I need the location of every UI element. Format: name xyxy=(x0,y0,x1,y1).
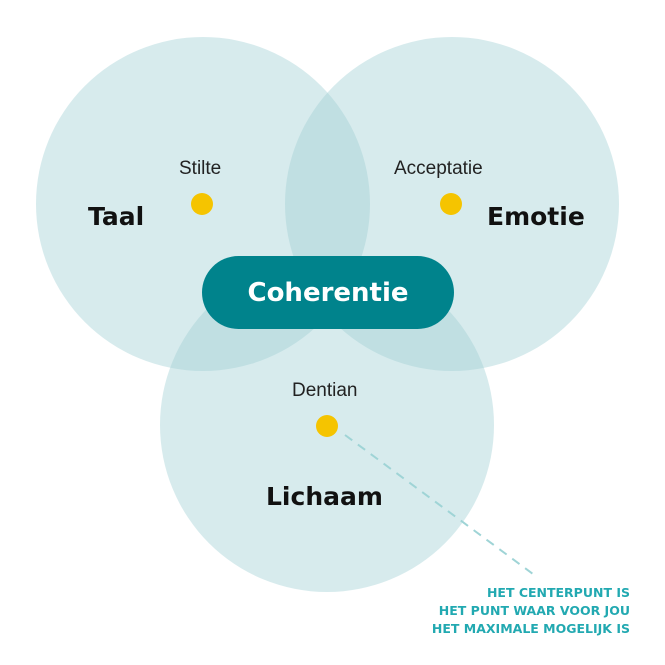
center-label: Coherentie xyxy=(247,277,409,308)
label-taal: Taal xyxy=(88,202,145,231)
point-label-stilte: Stilte xyxy=(179,158,222,179)
label-lichaam: Lichaam xyxy=(266,482,383,511)
point-acceptatie xyxy=(440,193,462,215)
center-pill: Coherentie xyxy=(202,256,454,329)
note-line: HET CENTERPUNT IS xyxy=(486,585,630,600)
note-leader-line xyxy=(344,434,534,575)
point-dentian xyxy=(316,415,338,437)
point-label-dentian: Dentian xyxy=(292,380,358,401)
note-line: HET MAXIMALE MOGELIJK IS xyxy=(431,621,630,636)
centerpoint-note: HET CENTERPUNT IS HET PUNT WAAR VOOR JOU… xyxy=(432,584,630,638)
label-emotie: Emotie xyxy=(487,202,585,231)
point-stilte xyxy=(191,193,213,215)
note-line: HET PUNT WAAR VOOR JOU xyxy=(438,603,630,618)
point-label-acceptatie: Acceptatie xyxy=(394,158,483,179)
